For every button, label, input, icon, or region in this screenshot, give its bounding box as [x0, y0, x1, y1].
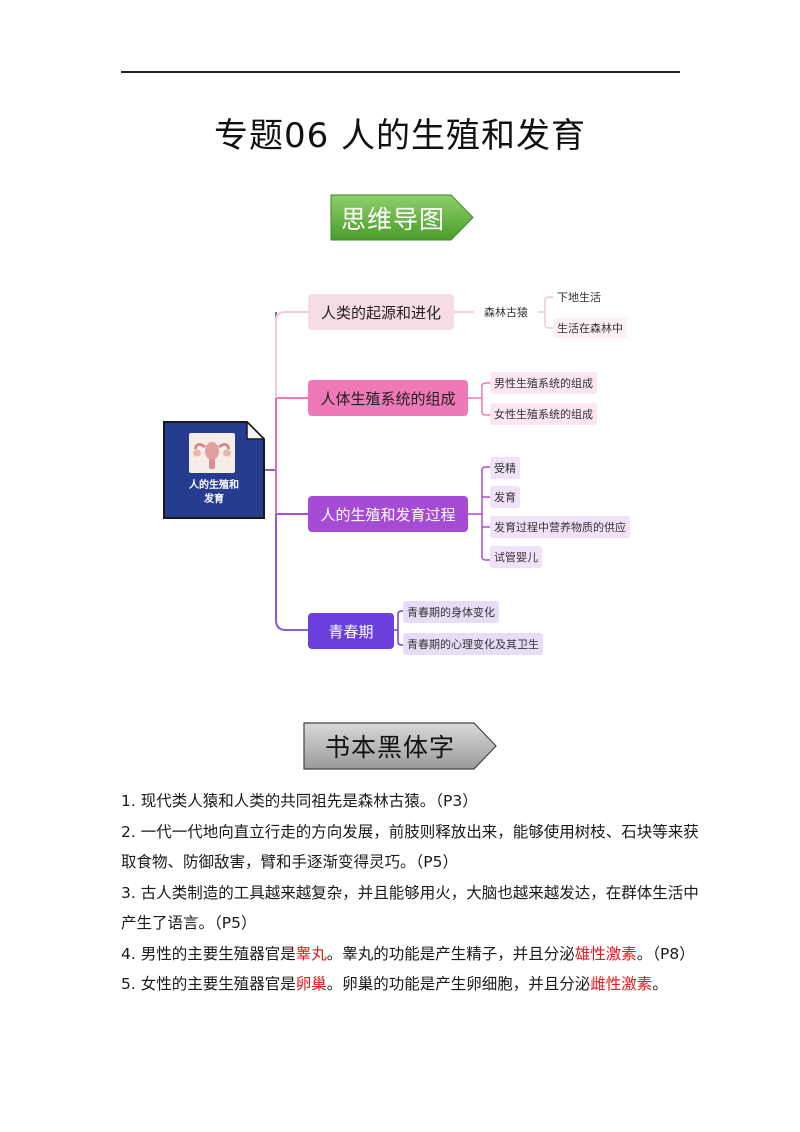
leaf-test-tube-baby: 试管婴儿	[490, 546, 542, 568]
node-forest-ape: 森林古猿	[484, 306, 528, 319]
item-text: 女性的主要生殖器官是	[140, 975, 296, 993]
bold-text-banner: 书本黑体字	[302, 721, 498, 771]
leaf-fertilization: 受精	[490, 457, 520, 479]
list-item: 1. 现代类人猿和人类的共同祖先是森林古猿。（P3）	[121, 786, 701, 817]
mindmap-banner-label: 思维导图	[340, 204, 445, 234]
leaf-ground-life: 下地生活	[553, 287, 605, 307]
arrow-banner-shape	[303, 722, 497, 770]
mindmap-banner: 思维导图	[329, 193, 475, 242]
item-number: 5.	[121, 975, 136, 993]
item-number: 1.	[121, 792, 136, 810]
leaf-forest-life: 生活在森林中	[553, 318, 627, 338]
page-title: 专题06 人的生殖和发育	[213, 116, 587, 156]
item-text: 。	[652, 975, 668, 993]
item-text: 。（P8）	[636, 944, 695, 963]
item-text: 。睾丸的功能是产生精子，并且分泌	[326, 944, 575, 963]
leaf-development: 发育	[490, 486, 520, 508]
highlight-term: 雄性激素	[574, 944, 637, 963]
list-item: 4. 男性的主要生殖器官是睾丸。睾丸的功能是产生精子，并且分泌雄性激素。（P8）	[121, 939, 701, 970]
leaf-psychological-change: 青春期的心理变化及其卫生	[403, 633, 543, 655]
item-text: 现代类人猿和人类的共同祖先是森林古猿。（P3）	[140, 792, 478, 810]
top-rule	[121, 71, 680, 73]
item-text: 一代一代地向直立行走的方向发展，前肢则释放出来，能够使用树枝、石块等来获取食物、…	[121, 822, 699, 872]
item-number: 2.	[121, 822, 136, 841]
item-text: 男性的主要生殖器官是	[140, 944, 296, 963]
branch-origin-evolution: 人类的起源和进化	[308, 294, 454, 330]
list-item: 2. 一代一代地向直立行走的方向发展，前肢则释放出来，能够使用树枝、石块等来获取…	[121, 817, 701, 878]
bold-text-list: 1. 现代类人猿和人类的共同祖先是森林古猿。（P3） 2. 一代一代地向直立行走…	[121, 786, 701, 1000]
mindmap-lines	[265, 296, 555, 646]
leaf-male-system: 男性生殖系统的组成	[490, 372, 597, 394]
list-item: 3. 古人类制造的工具越来越复杂，并且能够用火，大脑也越来越发达，在群体生活中产…	[121, 878, 701, 939]
highlight-term: 雌性激素	[590, 975, 653, 993]
arrow-banner-shape	[330, 194, 474, 241]
leaf-female-system: 女性生殖系统的组成	[490, 403, 597, 425]
branch-reproduction-development: 人的生殖和发育过程	[308, 496, 468, 532]
leaf-nutrient-supply: 发育过程中营养物质的供应	[490, 516, 630, 538]
highlight-term: 卵巢	[295, 975, 327, 993]
branch-puberty: 青春期	[308, 613, 394, 649]
leaf-physical-change: 青春期的身体变化	[403, 601, 499, 623]
mindmap-root-label: 人的生殖和 发育	[163, 479, 265, 507]
item-number: 4.	[121, 944, 136, 963]
root-label-line2: 发育	[204, 494, 224, 505]
list-item: 5. 女性的主要生殖器官是卵巢。卵巢的功能是产生卵细胞，并且分泌雌性激素。	[121, 969, 701, 1000]
item-text: 。卵巢的功能是产生卵细胞，并且分泌	[326, 975, 591, 993]
mindmap-root: 人的生殖和 发育	[163, 421, 265, 519]
branch-reproductive-system: 人体生殖系统的组成	[308, 380, 468, 416]
item-number: 3.	[121, 883, 136, 902]
reproductive-organ-icon	[189, 433, 235, 473]
item-text: 古人类制造的工具越来越复杂，并且能够用火，大脑也越来越发达，在群体生活中产生了语…	[121, 883, 699, 933]
highlight-term: 睾丸	[295, 944, 327, 963]
root-label-line1: 人的生殖和	[189, 480, 239, 491]
bold-text-banner-label: 书本黑体字	[324, 733, 455, 762]
